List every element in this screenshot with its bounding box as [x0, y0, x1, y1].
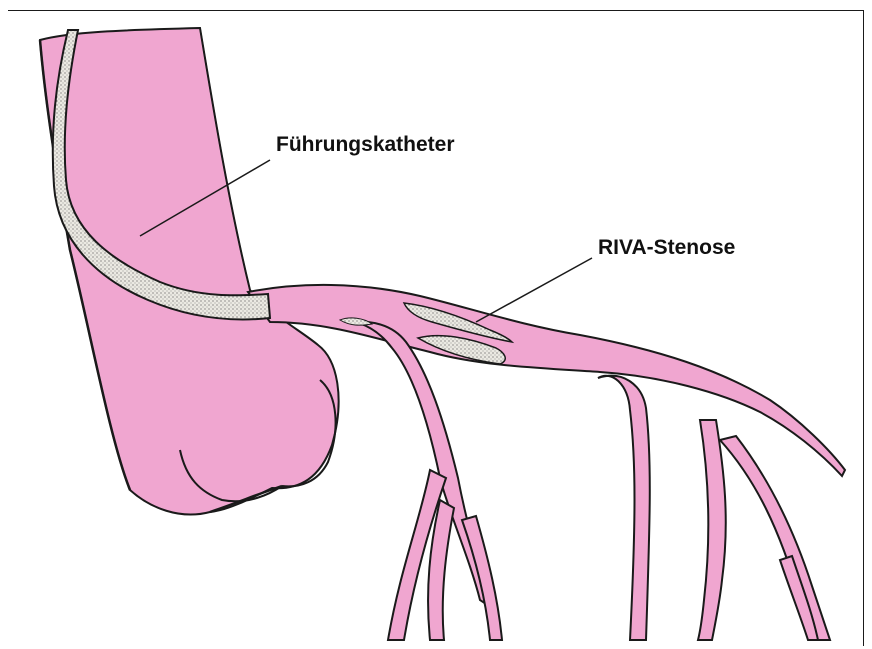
stenosis-leader-line — [476, 258, 592, 322]
branch-4 — [720, 436, 830, 640]
stenosis-label: RIVA-Stenose — [598, 236, 735, 260]
catheter-label: Führungskatheter — [276, 133, 455, 157]
branch-3 — [698, 420, 726, 640]
branch-2 — [598, 376, 650, 640]
aortic-root — [40, 28, 339, 515]
branch-1c — [462, 516, 502, 640]
